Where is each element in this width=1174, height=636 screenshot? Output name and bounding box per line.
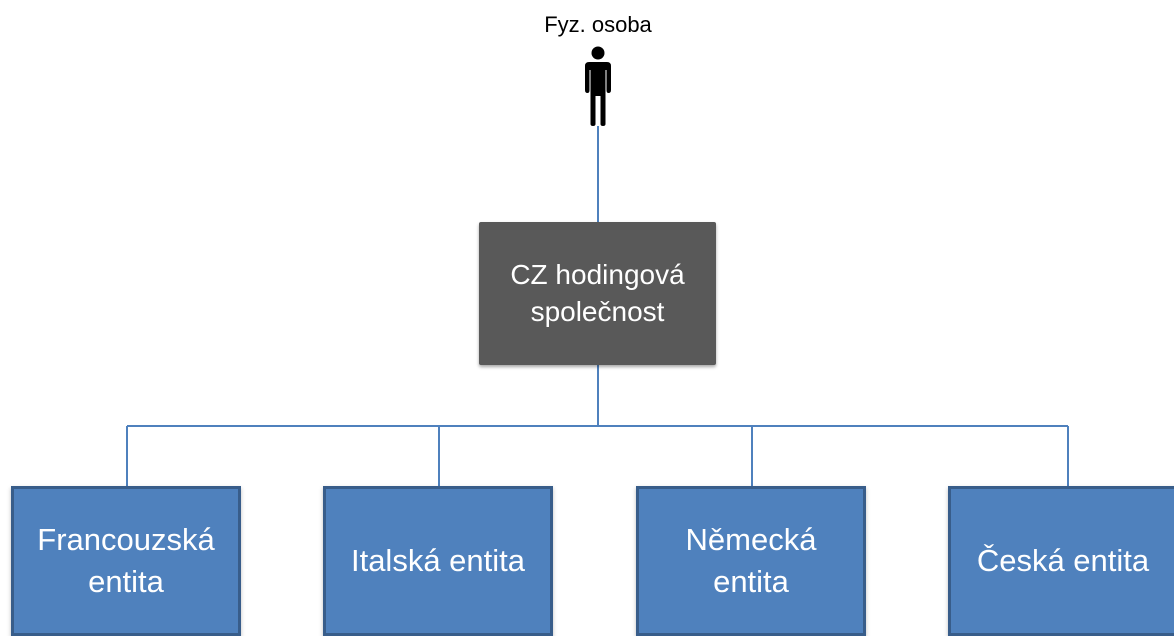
entity-box-italy: Italská entita <box>323 486 553 636</box>
holding-company-box: CZ hodingová společnost <box>479 222 716 365</box>
entity-label-italy: Italská entita <box>350 543 526 579</box>
holding-company-label: CZ hodingová společnost <box>510 259 685 327</box>
connector-lines <box>126 126 1069 486</box>
entity-box-czech: Česká entita <box>948 486 1174 636</box>
entity-box-france: Francouzská entita <box>11 486 241 636</box>
entity-label-france: Francouzská entita <box>37 522 215 599</box>
entity-label-germany: Německá entita <box>685 522 817 599</box>
entity-box-germany: Německá entita <box>636 486 866 636</box>
entity-label-czech: Česká entita <box>976 543 1150 579</box>
person-icon <box>585 46 611 126</box>
owner-label: Fyz. osoba <box>544 12 652 37</box>
